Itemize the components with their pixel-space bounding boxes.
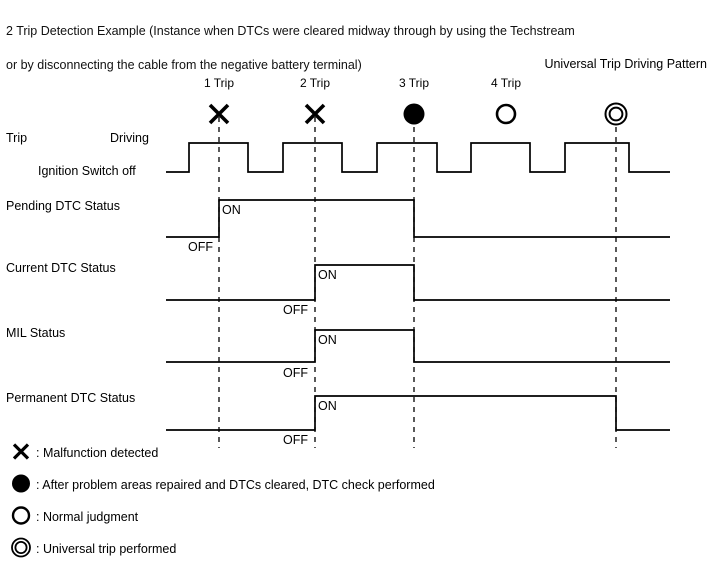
trip-column-label-2: 2 Trip — [299, 76, 331, 90]
open-circle-marker-icon — [495, 103, 517, 125]
waveform-current-dtc-status — [166, 264, 670, 301]
double-circle-marker-icon — [10, 537, 32, 562]
waveform-pending-dtc-status — [166, 199, 670, 238]
legend-item-dtc-check-text: : After problem areas repaired and DTCs … — [36, 478, 435, 492]
pending-on-label: ON — [222, 203, 241, 217]
double-circle-marker-icon — [604, 102, 628, 126]
legend-item-malfunction: : Malfunction detected — [6, 440, 526, 466]
filled-circle-marker-icon — [10, 473, 32, 498]
row-label-trip-low: Ignition Switch off — [38, 164, 136, 178]
row-label-trip-high: Driving — [110, 131, 149, 145]
page-title: 2 Trip Detection Example (Instance when … — [6, 6, 706, 91]
legend-item-universal-trip-text: : Universal trip performed — [36, 542, 177, 556]
mil-off-label: OFF — [283, 366, 308, 380]
x-marker-icon — [208, 103, 230, 125]
page-title-line-2: or by disconnecting the cable from the n… — [6, 58, 362, 72]
mil-on-label: ON — [318, 333, 337, 347]
row-label-current-dtc-status: Current DTC Status — [6, 261, 116, 275]
permanent-off-label: OFF — [283, 433, 308, 447]
row-label-pending-dtc-status: Pending DTC Status — [6, 199, 120, 213]
legend-item-dtc-check: : After problem areas repaired and DTCs … — [6, 472, 626, 498]
row-label-permanent-dtc-status: Permanent DTC Status — [6, 391, 136, 405]
legend-item-universal-trip: : Universal trip performed — [6, 536, 426, 562]
permanent-on-label: ON — [318, 399, 337, 413]
x-marker-icon — [304, 103, 326, 125]
waveform-mil-status — [166, 329, 670, 363]
row-label-mil-status: MIL Status — [6, 326, 66, 340]
legend-item-normal-judgment-text: : Normal judgment — [36, 510, 139, 524]
pending-off-label: OFF — [188, 240, 213, 254]
legend-item-normal-judgment: : Normal judgment — [6, 504, 426, 530]
page-title-line-1: 2 Trip Detection Example (Instance when … — [6, 24, 575, 38]
legend-item-malfunction-text: : Malfunction detected — [36, 446, 159, 460]
current-on-label: ON — [318, 268, 337, 282]
filled-circle-marker-icon — [403, 103, 425, 125]
row-label-trip: Trip — [6, 131, 28, 145]
universal-trip-driving-pattern-label: Universal Trip Driving Pattern — [544, 57, 707, 71]
trip-column-label-4: 4 Trip — [490, 76, 522, 90]
current-off-label: OFF — [283, 303, 308, 317]
trip-column-label-3: 3 Trip — [398, 76, 430, 90]
trip-column-label-1: 1 Trip — [203, 76, 235, 90]
waveform-permanent-dtc-status — [166, 395, 670, 431]
x-marker-icon — [10, 441, 32, 466]
waveform-trip — [166, 142, 670, 173]
open-circle-marker-icon — [10, 505, 32, 530]
